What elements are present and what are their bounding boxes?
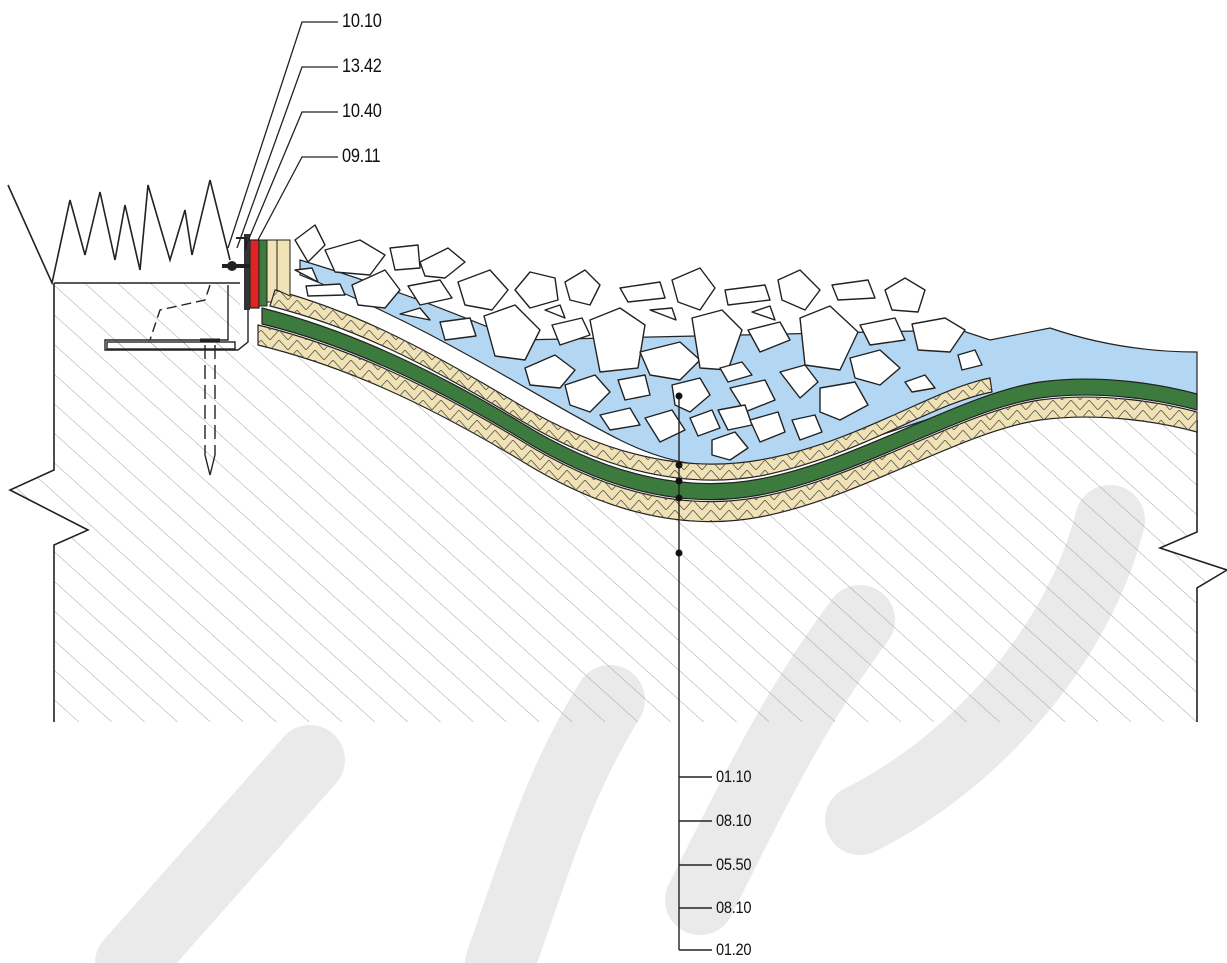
callout-label-09-11: 09.11 xyxy=(342,146,381,167)
liner-layers xyxy=(257,239,1198,523)
callout-label-08-10-a: 08.10 xyxy=(716,811,752,830)
edge-anchor-detail xyxy=(104,250,249,476)
rock-fill xyxy=(294,224,983,461)
callout-label-13-42: 13.42 xyxy=(342,56,382,77)
edge-clamp xyxy=(222,234,278,310)
top-leader-lines xyxy=(227,21,338,249)
grass-blades xyxy=(7,179,231,286)
callout-label-05-50: 05.50 xyxy=(716,855,752,874)
callout-label-01-20: 01.20 xyxy=(716,940,752,959)
callout-label-10-40: 10.40 xyxy=(342,101,382,122)
callout-label-10-10: 10.10 xyxy=(342,11,382,32)
callout-dots xyxy=(675,392,683,557)
callout-label-01-10: 01.10 xyxy=(716,767,752,786)
callout-label-08-10-b: 08.10 xyxy=(716,898,752,917)
bottom-leader-lines xyxy=(679,776,712,951)
